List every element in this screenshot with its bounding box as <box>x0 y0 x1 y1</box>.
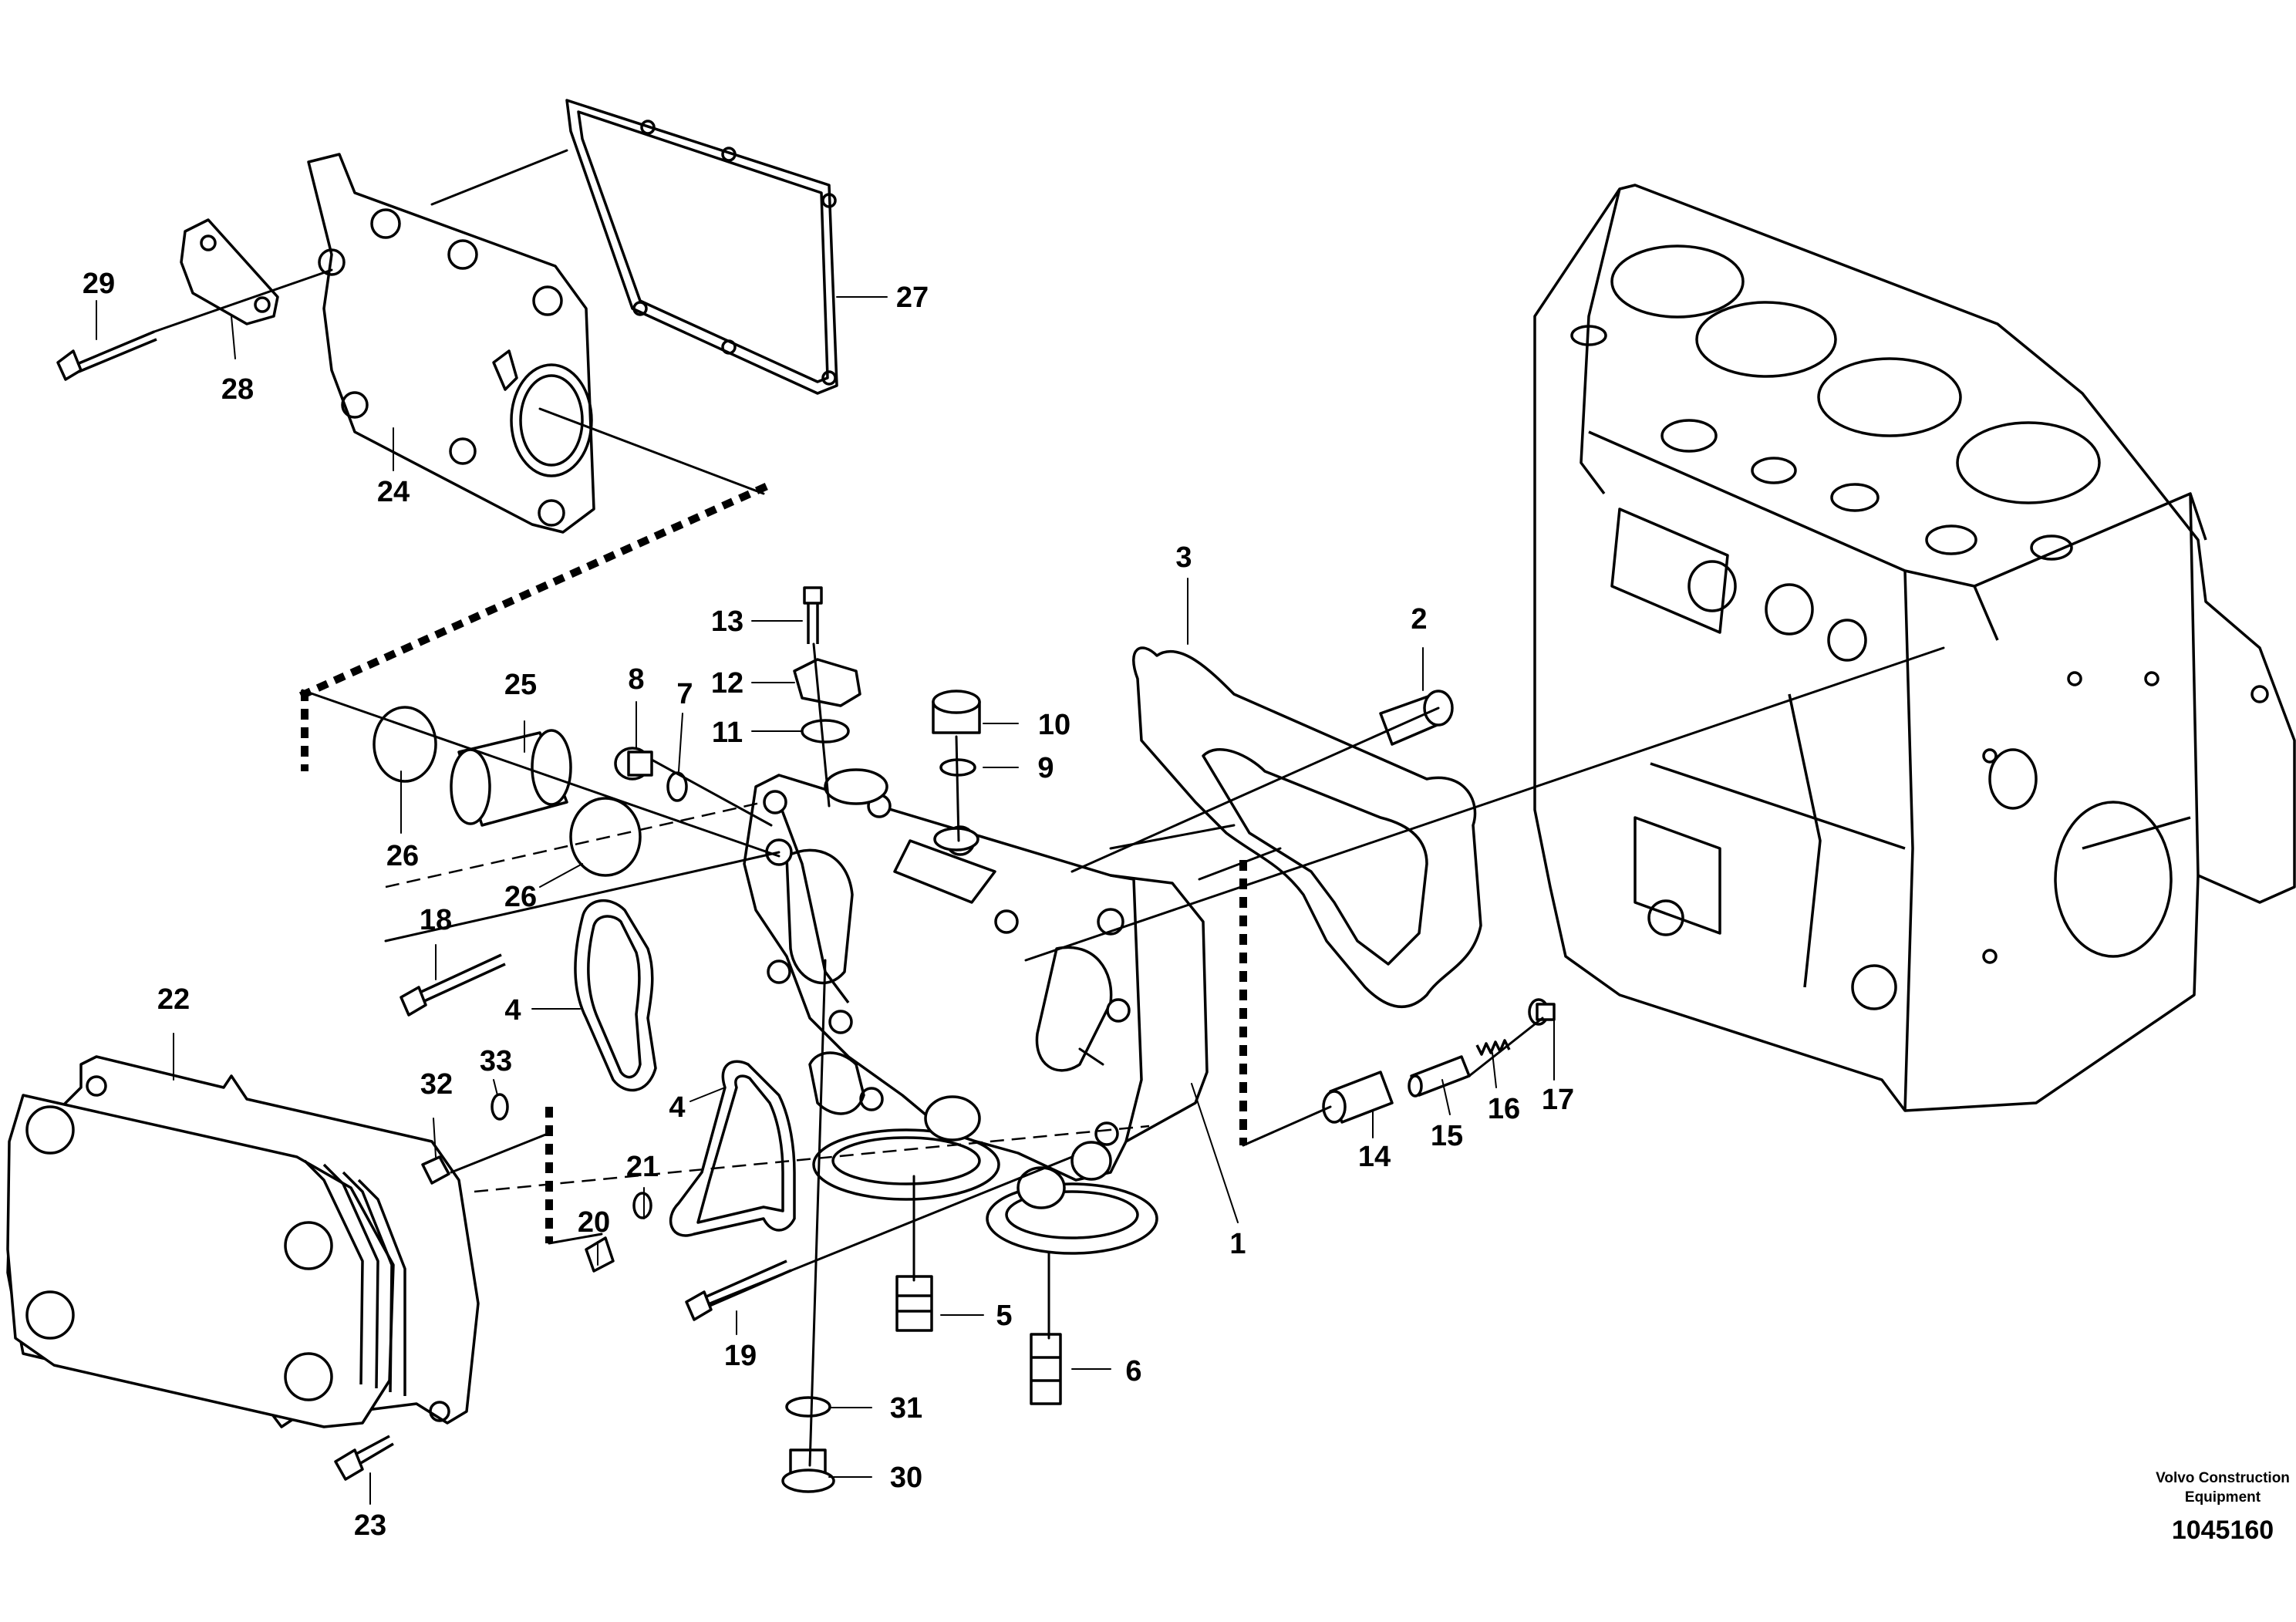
callout-32: 32 <box>420 1068 453 1101</box>
callout-13: 13 <box>711 605 743 638</box>
nipple-5 <box>895 1275 933 1332</box>
callout-28: 28 <box>221 373 254 406</box>
valve-14 <box>1322 1071 1394 1124</box>
oil-filter-housing-1 <box>743 768 1209 1255</box>
callout-12: 12 <box>711 667 743 700</box>
gasket-4-lower <box>669 1060 796 1237</box>
callout-2: 2 <box>1411 603 1427 636</box>
o-ring-26-right <box>569 797 642 877</box>
callout-29: 29 <box>83 268 115 300</box>
callout-21: 21 <box>626 1151 659 1183</box>
bolt-19 <box>685 1259 792 1321</box>
callout-10: 10 <box>1038 709 1070 741</box>
seal-31 <box>785 1396 831 1418</box>
plug-17 <box>1528 998 1556 1026</box>
bracket-28 <box>180 218 279 325</box>
callout-22: 22 <box>157 983 190 1016</box>
callout-20: 20 <box>578 1206 610 1239</box>
brand-line-2: Equipment <box>2185 1489 2261 1506</box>
sleeve-25 <box>450 729 572 827</box>
callout-31: 31 <box>890 1392 922 1425</box>
callout-19: 19 <box>724 1340 757 1372</box>
callout-24: 24 <box>377 476 410 508</box>
cover-plate-24 <box>307 153 595 534</box>
gasket-27 <box>565 99 838 395</box>
callout-18: 18 <box>420 904 452 936</box>
callout-33: 33 <box>480 1045 512 1077</box>
nipple-6 <box>1030 1333 1062 1405</box>
drawing-number: 1045160 <box>2172 1516 2274 1545</box>
seal-33 <box>491 1093 509 1121</box>
o-ring-11 <box>801 719 850 744</box>
callout-25: 25 <box>504 669 537 701</box>
callout-16: 16 <box>1488 1093 1520 1125</box>
bolt-29 <box>56 330 157 381</box>
callout-7: 7 <box>676 678 693 710</box>
callout-14: 14 <box>1358 1141 1391 1173</box>
screw-13 <box>803 586 823 644</box>
callout-23: 23 <box>354 1509 386 1542</box>
callout-15: 15 <box>1431 1120 1463 1152</box>
callout-11: 11 <box>712 717 743 749</box>
callout-26-right: 26 <box>504 881 537 913</box>
plug-8 <box>614 747 653 781</box>
piston-15 <box>1408 1055 1471 1098</box>
callout-26-left: 26 <box>386 840 419 872</box>
cover-12 <box>793 658 861 707</box>
plug-20 <box>585 1236 615 1273</box>
plug-10 <box>932 690 981 734</box>
bolt-18 <box>400 953 506 1017</box>
brand-line-1: Volvo Construction <box>2156 1470 2290 1486</box>
leader-lines <box>96 296 1555 1505</box>
drawing-footer: Volvo Construction Equipment 1045160 <box>2156 1470 2290 1545</box>
gasket-3 <box>1132 646 1482 1009</box>
callout-9: 9 <box>1037 752 1054 784</box>
callout-27: 27 <box>896 282 929 314</box>
engine-block-illustration <box>1533 184 2296 1112</box>
plug-32 <box>421 1155 450 1185</box>
assembly-lines <box>153 149 1945 1467</box>
callout-1: 1 <box>1229 1228 1246 1260</box>
callout-8: 8 <box>628 663 644 696</box>
callout-17: 17 <box>1542 1084 1574 1116</box>
callout-30: 30 <box>890 1462 922 1494</box>
callout-4-upper: 4 <box>504 994 521 1027</box>
callout-4-lower: 4 <box>669 1091 685 1124</box>
spring-16 <box>1475 1039 1511 1056</box>
callout-5: 5 <box>996 1300 1012 1332</box>
bolt-23 <box>334 1435 394 1481</box>
o-ring-26-left <box>373 706 437 783</box>
oil-cooler-22 <box>6 1055 480 1428</box>
callout-6: 6 <box>1125 1355 1141 1388</box>
callout-3: 3 <box>1175 541 1192 574</box>
gasket-4-upper <box>574 899 657 1092</box>
plug-30 <box>781 1448 835 1493</box>
seal-21 <box>632 1192 652 1219</box>
callout-labels: 1 2 3 4 4 5 6 7 8 9 10 11 12 13 14 15 16… <box>83 268 1574 1542</box>
